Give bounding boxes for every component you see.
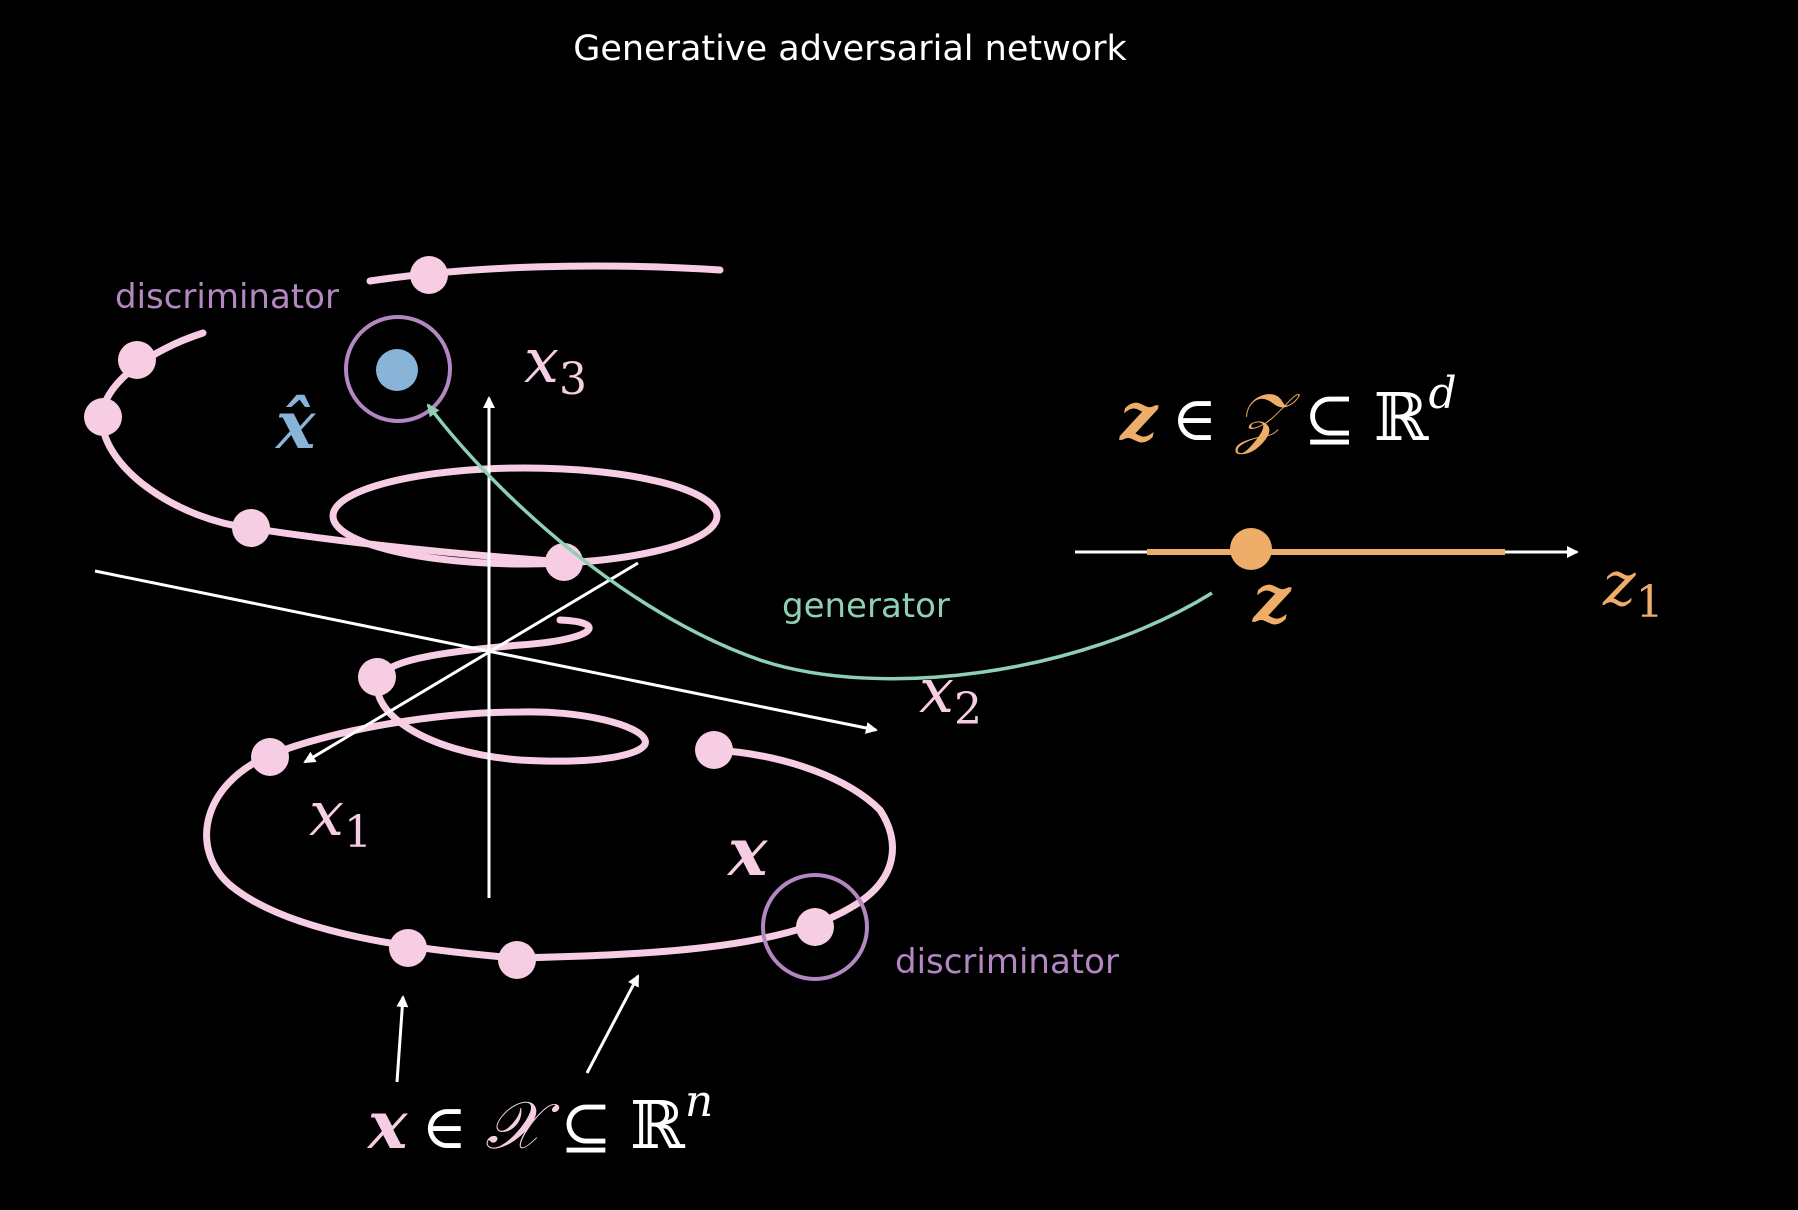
x-point-label: x	[726, 813, 768, 891]
x3-axis-label: x3	[524, 324, 587, 405]
data-point	[118, 341, 156, 379]
data-point	[545, 543, 583, 581]
pointer-arrow-right	[585, 974, 640, 1074]
latent-point	[1230, 528, 1272, 570]
spiral-lower-loop	[203, 746, 896, 962]
data-points	[84, 256, 834, 979]
pointer-arrows	[395, 974, 640, 1083]
x-hat-label: x̂	[274, 386, 316, 464]
pointer-arrow-left	[395, 995, 409, 1083]
generator-label: generator	[782, 586, 950, 626]
discriminator-label-top: discriminator	[115, 277, 339, 317]
spiral-inner-coil	[266, 616, 649, 765]
discriminator-circle-bottom	[761, 873, 869, 981]
spiral-mid-ellipse	[329, 464, 721, 568]
latent-axis	[1075, 528, 1579, 570]
data-manifold-spiral	[98, 262, 896, 962]
data-point	[498, 941, 536, 979]
data-point-x	[796, 908, 834, 946]
z-point-label: z	[1252, 560, 1292, 638]
generated-point	[376, 349, 418, 391]
data-point	[358, 658, 396, 696]
data-point	[695, 731, 733, 769]
data-point	[389, 929, 427, 967]
x1-axis	[303, 561, 639, 764]
discriminator-label-bottom: discriminator	[895, 942, 1119, 982]
diagram-title: Generative adversarial network	[573, 29, 1127, 69]
x2-axis	[94, 569, 878, 734]
spiral-upper-outer-loop	[98, 329, 569, 566]
latent-space-expression: z ∈ 𝒵 ⊆ ℝd	[1119, 368, 1457, 456]
x2-axis-label: x2	[919, 654, 982, 735]
generator-arrow	[426, 403, 1213, 681]
data-point	[232, 509, 270, 547]
data-space-axes	[94, 396, 878, 898]
z1-axis-label: z1	[1602, 547, 1664, 628]
data-point	[251, 738, 289, 776]
data-point	[410, 256, 448, 294]
data-point	[84, 398, 122, 436]
x1-axis-label: x1	[309, 777, 372, 858]
data-space-expression: x ∈ 𝒳 ⊆ ℝn	[366, 1076, 713, 1164]
discriminator-circle-top	[344, 315, 452, 423]
